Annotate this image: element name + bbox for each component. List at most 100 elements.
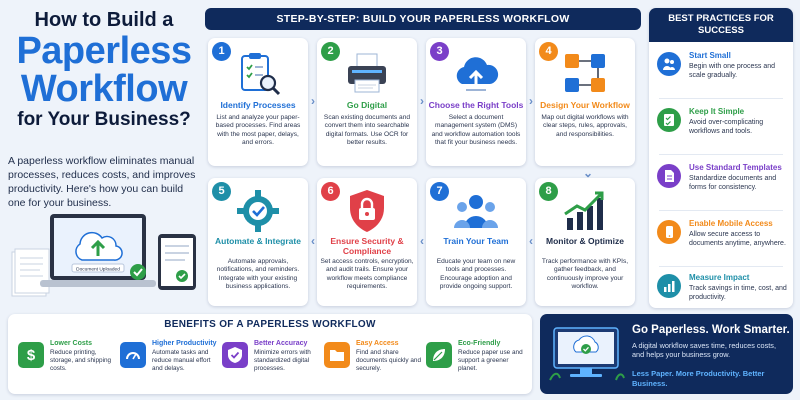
step-title: Ensure Security & Compliance [330,236,404,256]
cta-title: Go Paperless. Work Smarter. [632,324,790,336]
best-practices-header: BEST PRACTICES FOR SUCCESS [649,8,793,42]
best-practice-item: Keep It Simple Avoid over-complicating w… [649,104,793,156]
step-card-8: 8 Monitor & Optimize Track performance w… [535,178,635,306]
step-description: Scan existing documents and convert them… [323,114,411,146]
step-title: Identify Processes [220,100,296,110]
clipboard-search-icon [241,53,281,96]
cta-tagline: Less Paper. More Productivity. Better Bu… [632,369,765,388]
step-description: Set access controls, encryption, and aud… [320,258,414,290]
step-card-1: 1 Identify Processes List and analyze yo… [208,38,308,166]
steps-panel: STEP-BY-STEP: BUILD YOUR PAPERLESS WORKF… [205,8,641,308]
step-title: Monitor & Optimize [546,236,624,246]
step-card-2: 2 Go Digital Scan existing documents and… [317,38,417,166]
leaf-icon [426,342,452,368]
growth-chart-icon [564,191,604,230]
step-title: Train Your Team [443,236,509,246]
benefit-item: Eco-Friendly Reduce paper use and suppor… [426,340,528,390]
arrow-left-icon: ‹ [529,234,533,248]
arrow-right-icon: › [529,94,533,108]
best-practices-title: BEST PRACTICES FOR SUCCESS [668,13,774,36]
step-number: 5 [212,182,231,201]
dollar-icon: $ [18,342,44,368]
divider [659,154,783,155]
monitor-check-icon [549,327,625,381]
arrow-left-icon: ‹ [311,234,315,248]
benefit-item: Higher Productivity Automate tasks and r… [120,340,222,390]
intro-description: A paperless workflow eliminates manual p… [8,155,196,209]
benefit-item: $ Lower Costs Reduce printing, storage, … [18,340,120,390]
best-practice-description: Standardize documents and forms for cons… [689,175,777,191]
benefit-item: Better Accuracy Minimize errors with sta… [222,340,324,390]
arrow-right-icon: › [420,94,424,108]
divider [659,98,783,99]
best-practice-description: Allow secure access to documents anytime… [689,231,786,247]
title-line-3: for Your Business? [17,109,191,130]
best-practice-title: Use Standard Templates [689,163,782,172]
benefits-panel: BENEFITS OF A PAPERLESS WORKFLOW $ Lower… [8,314,532,394]
step-title: Design Your Workflow [540,100,630,110]
best-practice-item: Use Standard Templates Standardize docum… [649,160,793,212]
step-card-3: 3 Choose the Right Tools Select a docume… [426,38,526,166]
step-card-5: 5 Automate & Integrate Automate approval… [208,178,308,306]
divider [659,266,783,267]
best-practice-description: Begin with one process and scale gradual… [689,63,775,79]
best-practice-title: Start Small [689,51,731,60]
best-practice-description: Track savings in time, cost, and product… [689,285,787,301]
upload-status-label: Document Uploaded [76,267,120,273]
step-description: List and analyze your paper-based proces… [215,114,301,146]
title-line-2b: Workflow [20,68,188,110]
step-title: Automate & Integrate [215,236,301,246]
laptop-upload-illustration: Document Uploaded [11,214,196,297]
step-title: Choose the Right Tools [428,100,524,110]
steps-header: STEP-BY-STEP: BUILD YOUR PAPERLESS WORKF… [205,8,641,30]
paper-stack-icon [11,248,50,297]
step-number: 3 [430,42,449,61]
upload-arrow-icon [90,239,106,256]
step-title: Go Digital [346,100,388,110]
title-line-1: How to Build a [34,9,174,31]
gear-check-icon [237,190,279,232]
best-practice-description: Avoid over-complicating workflows and to… [689,119,764,135]
lock-shield-icon [350,190,384,232]
step-card-4: 4 Design Your Workflow Map out digital w… [535,38,635,166]
benefit-title: Lower Costs [50,340,93,347]
benefits-title: BENEFITS OF A PAPERLESS WORKFLOW [164,319,376,330]
people-icon [657,52,681,76]
arrow-down-icon: ⌄ [583,166,594,180]
arrow-right-icon: › [311,94,315,108]
step-description: Select a document management system (DMS… [431,114,521,146]
go-paperless-banner: Go Paperless. Work Smarter. A digital wo… [540,314,793,394]
mobile-icon [657,220,681,244]
best-practice-item: Measure Impact Track savings in time, co… [649,270,793,308]
benefit-description: Automate tasks and reduce manual effort … [152,349,211,372]
best-practice-item: Enable Mobile Access Allow secure access… [649,216,793,268]
step-number: 6 [321,182,340,201]
workflow-diagram-icon [565,54,605,92]
cta-description: A digital workflow saves time, reduces c… [632,341,776,359]
folder-icon [324,342,350,368]
step-number: 7 [430,182,449,201]
bar-chart-icon [657,274,681,298]
benefit-item: Easy Access Find and share documents qui… [324,340,426,390]
checklist-icon [657,108,681,132]
check-badge-icon [222,342,248,368]
cloud-upload-icon [456,57,499,91]
step-card-6: 6 Ensure Security & Compliance Set acces… [317,178,417,306]
step-description: Map out digital workflows with clear ste… [541,114,629,138]
title-line-2a: Paperless [16,30,192,72]
step-description: Automate approvals, notifications, and r… [216,258,300,290]
benefit-description: Find and share documents quickly and sec… [356,349,422,372]
step-description: Track performance with KPIs, gather feed… [541,258,629,290]
arrow-left-icon: ‹ [420,234,424,248]
step-number: 2 [321,42,340,61]
step-card-7: 7 Train Your Team Educate your team on n… [426,178,526,306]
step-number: 8 [539,182,558,201]
step-description: Educate your team on new tools and proce… [436,258,516,290]
best-practice-title: Measure Impact [689,273,750,282]
benefit-title: Eco-Friendly [458,340,501,347]
benefit-description: Reduce paper use and support a greener p… [458,349,523,372]
best-practice-title: Keep It Simple [689,107,745,116]
benefit-title: Higher Productivity [152,340,217,347]
scanner-icon [348,53,386,93]
benefit-description: Reduce printing, storage, and shipping c… [50,349,112,372]
